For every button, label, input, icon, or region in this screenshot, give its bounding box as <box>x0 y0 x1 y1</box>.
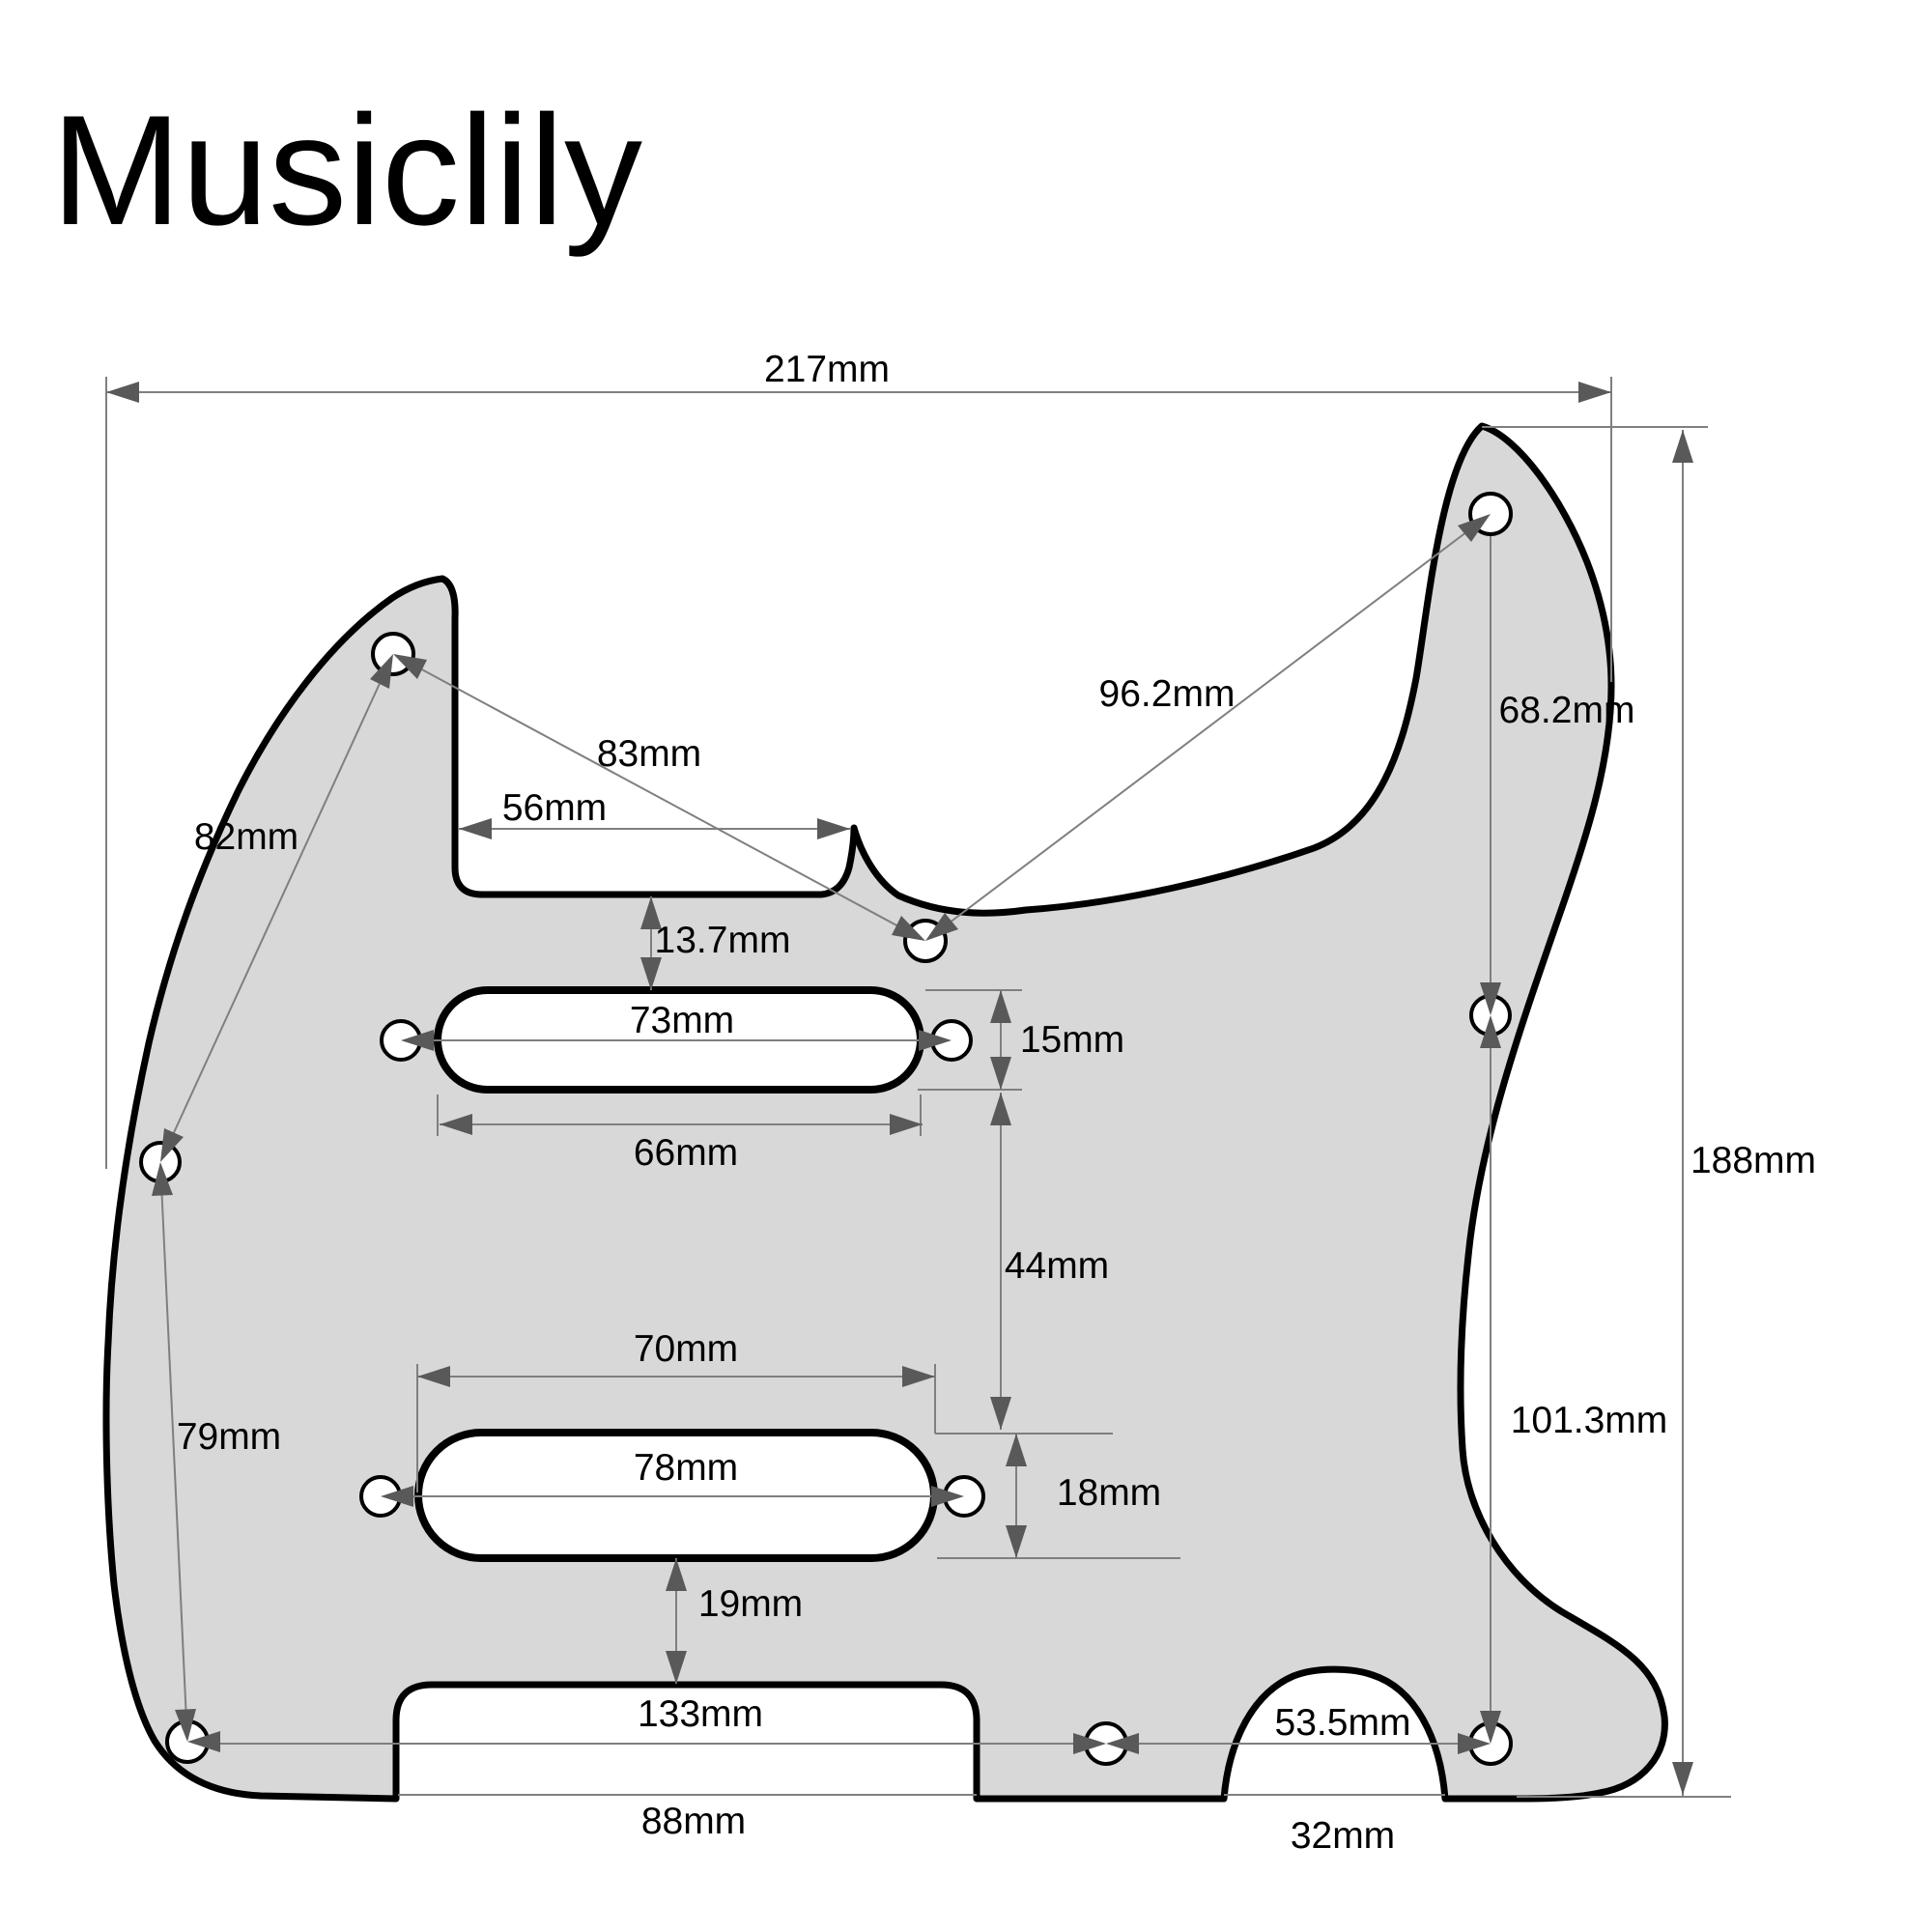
dim-label-height-total: 188mm <box>1690 1140 1816 1181</box>
dim-label-screw-vert-lower-right: 101.3mm <box>1511 1400 1668 1441</box>
dim-label-neck-screw-span: 73mm <box>630 1000 734 1041</box>
arrowhead <box>175 1709 196 1742</box>
dim-label-bridge-outer-width: 70mm <box>634 1328 738 1370</box>
arrowhead <box>1006 1525 1027 1558</box>
dim-line-83 <box>392 653 926 942</box>
arrowhead <box>925 913 958 941</box>
arrowhead <box>440 1114 472 1135</box>
dim-label-bottom-arch-width: 32mm <box>1291 1815 1395 1857</box>
dim-label-bottom-notch-width: 88mm <box>641 1801 746 1842</box>
arrowhead <box>1672 1762 1693 1795</box>
arrowhead <box>393 654 427 679</box>
arrowhead <box>1106 1733 1139 1754</box>
dim-label-screw-diag-left: 83mm <box>597 733 701 775</box>
arrowhead <box>817 818 850 839</box>
arrowhead <box>1458 1733 1491 1754</box>
dim-label-neck-pocket-width: 56mm <box>502 787 607 829</box>
dim-label-width-total: 217mm <box>764 349 890 390</box>
dim-label-neck-pickup-height: 15mm <box>1020 1019 1124 1061</box>
arrowhead <box>1073 1733 1106 1754</box>
dim-label-screw-vert-lower-left: 79mm <box>177 1416 281 1458</box>
dim-line-79 <box>159 1161 188 1743</box>
dim-label-bottom-span-left: 133mm <box>638 1693 763 1735</box>
arrowhead <box>401 1030 434 1051</box>
arrowhead <box>919 1030 952 1051</box>
dim-line-82 <box>159 653 394 1163</box>
arrowhead <box>1480 1015 1501 1048</box>
arrowhead <box>370 654 393 689</box>
dimension-labels: 217mm 188mm 96.2mm 68.2mm 83mm 56mm 82mm… <box>177 349 1816 1857</box>
arrowhead <box>931 1486 964 1507</box>
dim-label-screw-diag-upper-left: 82mm <box>194 816 298 858</box>
dim-line-96 <box>924 513 1492 942</box>
arrowhead <box>640 896 662 929</box>
arrowhead <box>890 1114 923 1135</box>
dim-label-screw-vert-upper-right: 68.2mm <box>1499 690 1635 731</box>
arrowhead <box>1480 982 1501 1015</box>
dim-label-bottom-span-right: 53.5mm <box>1275 1702 1411 1744</box>
arrowhead <box>892 916 925 941</box>
dim-label-pickup-gap: 44mm <box>1005 1245 1109 1287</box>
brand-title: Musiclily <box>51 83 642 258</box>
arrowhead <box>1578 382 1611 403</box>
arrowhead <box>1006 1434 1027 1466</box>
arrowhead <box>160 1128 184 1162</box>
arrowhead <box>1480 1711 1501 1744</box>
arrowhead <box>990 990 1011 1023</box>
dim-label-screw-diag-right: 96.2mm <box>1099 673 1236 715</box>
arrowhead <box>1672 430 1693 463</box>
arrowhead <box>902 1366 935 1387</box>
dim-label-bridge-screw-span: 78mm <box>634 1447 738 1489</box>
arrowhead <box>459 818 492 839</box>
arrowhead <box>990 1057 1011 1090</box>
arrowhead <box>666 1558 687 1591</box>
pickguard-outline <box>102 422 1668 1803</box>
arrowhead <box>417 1366 450 1387</box>
arrowhead <box>106 382 139 403</box>
arrowhead <box>990 1397 1011 1430</box>
dim-label-bridge-pickup-height: 18mm <box>1057 1472 1161 1514</box>
dim-label-pocket-gap: 13.7mm <box>655 920 791 961</box>
arrowhead <box>640 957 662 990</box>
arrowhead <box>1458 514 1491 542</box>
arrowhead <box>990 1093 1011 1125</box>
dim-label-neck-pickup-width: 66mm <box>634 1132 738 1174</box>
dim-label-notch-gap: 19mm <box>698 1583 803 1625</box>
arrowhead <box>187 1731 220 1752</box>
dimension-arrowheads <box>106 382 1693 1795</box>
arrowhead <box>666 1651 687 1684</box>
arrowhead <box>381 1486 413 1507</box>
arrowhead <box>152 1162 173 1196</box>
